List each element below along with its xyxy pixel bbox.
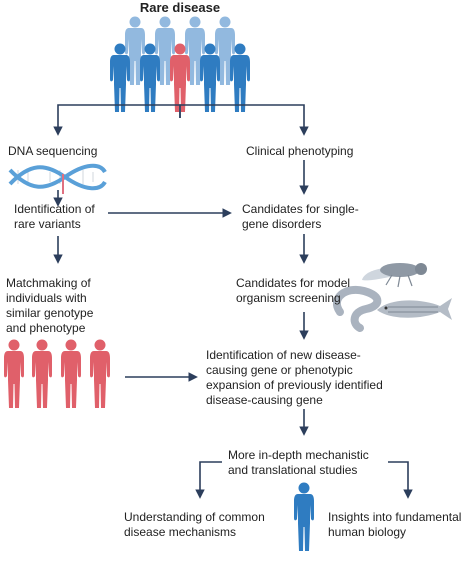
single-gene-candidates-label: Candidates for single- gene disorders — [242, 202, 359, 231]
arrow-to-common-mechanisms — [195, 461, 222, 499]
in-depth-studies-label: More in-depth mechanistic and translatio… — [228, 448, 369, 477]
matchmaking-label: Matchmaking of individuals with similar … — [6, 276, 94, 335]
new-disease-gene-label: Identification of new disease- causing g… — [206, 348, 383, 407]
flow-arrows — [53, 104, 413, 499]
person-icon — [294, 482, 314, 551]
diagram-title: Rare disease — [139, 0, 221, 15]
fundamental-biology-label: Insights into fundamental human biology — [328, 510, 462, 539]
arrow-to-fundamental-biology — [388, 461, 413, 499]
nematode-worm-icon — [333, 285, 382, 332]
matched-patients-icon — [4, 339, 110, 408]
model-organisms-icon — [333, 263, 452, 332]
dna-helix-icon — [8, 163, 107, 194]
zebrafish-icon — [377, 298, 452, 320]
fruit-fly-icon — [362, 263, 427, 288]
common-mechanisms-label: Understanding of common disease mechanis… — [124, 510, 265, 539]
clinical-phenotyping-label: Clinical phenotyping — [246, 144, 354, 158]
rare-disease-family-icon — [110, 16, 250, 112]
model-organism-candidates-label: Candidates for model organism screening — [236, 276, 351, 305]
arrow-to-clinical-phenotyping — [179, 104, 309, 136]
dna-sequencing-label: DNA sequencing — [8, 144, 98, 158]
rare-variants-label: Identification of rare variants — [14, 202, 95, 231]
